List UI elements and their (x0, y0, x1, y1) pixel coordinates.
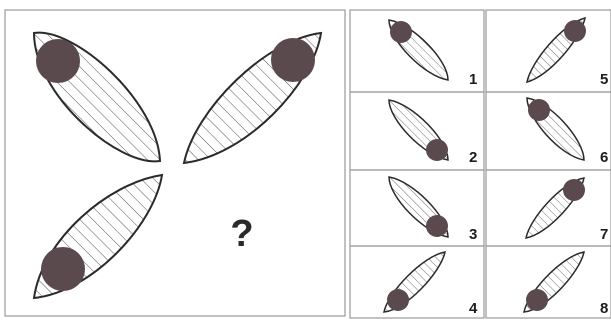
leaf-dot (36, 39, 80, 83)
option-dot (564, 20, 586, 42)
question-mark: ? (230, 213, 253, 255)
option-7[interactable]: 7 (526, 178, 608, 243)
option-number: 4 (469, 300, 478, 317)
option-dot (526, 289, 548, 311)
option-6[interactable]: 6 (527, 98, 608, 166)
option-dot (387, 289, 409, 311)
option-number: 7 (600, 226, 608, 243)
option-number: 8 (600, 300, 608, 317)
option-number: 5 (600, 71, 608, 88)
leaf-dot (271, 38, 315, 82)
option-number: 1 (469, 71, 477, 88)
leaf-dot (41, 247, 85, 291)
option-number: 6 (600, 149, 608, 166)
option-dot (390, 21, 412, 43)
option-number: 3 (469, 226, 477, 243)
option-number: 2 (469, 149, 477, 166)
option-dot (426, 215, 448, 237)
option-dot (426, 139, 448, 161)
option-dot (563, 179, 585, 201)
option-5[interactable]: 5 (527, 18, 608, 88)
option-8[interactable]: 8 (524, 252, 608, 317)
option-1[interactable]: 1 (389, 20, 477, 88)
option-3[interactable]: 3 (389, 177, 477, 243)
option-2[interactable]: 2 (389, 100, 477, 166)
option-dot (528, 99, 550, 121)
option-4[interactable]: 4 (384, 252, 478, 317)
